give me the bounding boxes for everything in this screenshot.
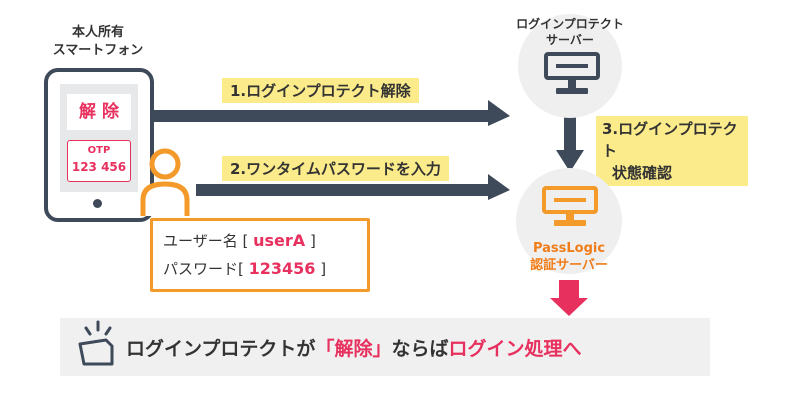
protect-server-label-line2: サーバー bbox=[546, 33, 594, 47]
phone-label: 本人所有 スマートフォン bbox=[38, 24, 158, 60]
username-label: ユーザー名 [ bbox=[163, 232, 249, 250]
arrow2-shaft bbox=[196, 184, 496, 196]
smartphone: 解 除 OTP 123 456 bbox=[44, 68, 154, 222]
unlock-display: 解 除 bbox=[67, 94, 131, 130]
otp-value: 123 456 bbox=[71, 160, 127, 174]
password-row: パスワード[ 123456 ] bbox=[163, 255, 357, 283]
step3-line1: 3.ログインプロテクト bbox=[602, 120, 738, 160]
result-part2: 「解除」 bbox=[315, 338, 392, 360]
credentials-box: ユーザー名 [ userA ] パスワード[ 123456 ] bbox=[150, 218, 370, 292]
arrow2-head bbox=[488, 174, 510, 200]
passlogic-server-label: PassLogic 認証サーバー bbox=[510, 240, 628, 274]
result-text: ログインプロテクトが「解除」ならばログイン処理へ bbox=[126, 334, 581, 361]
home-button bbox=[93, 199, 102, 208]
passlogic-server-icon bbox=[542, 186, 598, 226]
passlogic-label-line1: PassLogic bbox=[532, 241, 606, 256]
arrow3-shaft bbox=[564, 108, 576, 152]
passlogic-label-line2: 認証サーバー bbox=[530, 258, 608, 273]
phone-screen: 解 除 OTP 123 456 bbox=[60, 84, 138, 192]
otp-label: OTP bbox=[87, 145, 111, 156]
step3-line2: 状態確認 bbox=[612, 164, 673, 182]
step2-label: 2.ワンタイムパスワードを入力 bbox=[222, 156, 449, 181]
password-close: ] bbox=[320, 260, 327, 278]
user-avatar-icon bbox=[140, 148, 190, 216]
step1-label: 1.ログインプロテクト解除 bbox=[222, 78, 419, 103]
phone-label-line2: スマートフォン bbox=[52, 43, 144, 58]
password-value: 123456 bbox=[248, 259, 316, 278]
result-part4: ログイン処理へ bbox=[448, 338, 582, 360]
result-arrow-shaft bbox=[559, 280, 579, 300]
password-label: パスワード[ bbox=[163, 260, 244, 278]
result-part1: ログインプロテクトが bbox=[126, 338, 316, 360]
phone-label-line1: 本人所有 bbox=[71, 25, 124, 40]
click-icon bbox=[78, 320, 114, 366]
step3-label: 3.ログインプロテクト 状態確認 bbox=[596, 116, 748, 186]
username-close: ] bbox=[309, 232, 316, 250]
unlock-text: 解 除 bbox=[79, 102, 119, 122]
arrow3-head bbox=[556, 150, 584, 172]
username-row: ユーザー名 [ userA ] bbox=[163, 227, 357, 255]
protect-server-label: ログインプロテクト サーバー bbox=[500, 16, 640, 48]
result-arrow-head bbox=[550, 298, 588, 316]
otp-display: OTP 123 456 bbox=[67, 140, 131, 182]
result-part3: ならば bbox=[391, 338, 449, 360]
protect-server-label-line1: ログインプロテクト bbox=[516, 17, 624, 31]
arrow1-head bbox=[488, 100, 510, 126]
result-bar bbox=[60, 318, 710, 376]
arrow1-shaft bbox=[150, 110, 496, 122]
protect-server-icon bbox=[544, 52, 600, 94]
username-value: userA bbox=[253, 231, 306, 250]
